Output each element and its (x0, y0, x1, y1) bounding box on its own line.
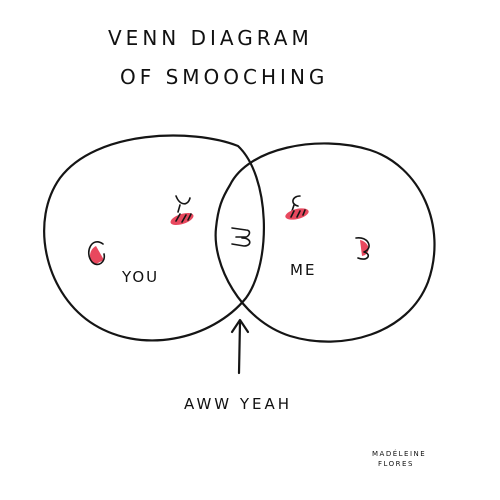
right-ear-icon (355, 237, 370, 260)
signature-line-1: MADÉLEINE (372, 449, 426, 458)
title-line-2: OF SMOOCHING (120, 65, 328, 89)
right-eye-icon (291, 195, 301, 212)
title-line-1: VENN DIAGRAM (108, 26, 313, 50)
right-blush-icon (285, 208, 309, 220)
right-label: ME (290, 261, 316, 279)
left-label: YOU (121, 268, 159, 286)
right-ear-blush (360, 240, 369, 256)
left-blush-lines (175, 213, 192, 223)
right-blush-lines (290, 209, 306, 218)
left-eye-icon (175, 195, 191, 213)
left-circle (43, 134, 265, 342)
left-ear-blush (90, 246, 104, 264)
left-blush-icon (170, 212, 194, 226)
signature-line-2: FLORES (378, 460, 414, 468)
lips-icon (231, 227, 251, 247)
left-ear-icon (87, 241, 106, 266)
caption: AWW YEAH (184, 395, 292, 413)
arrow-up-icon (230, 318, 250, 375)
right-circle (214, 142, 436, 343)
